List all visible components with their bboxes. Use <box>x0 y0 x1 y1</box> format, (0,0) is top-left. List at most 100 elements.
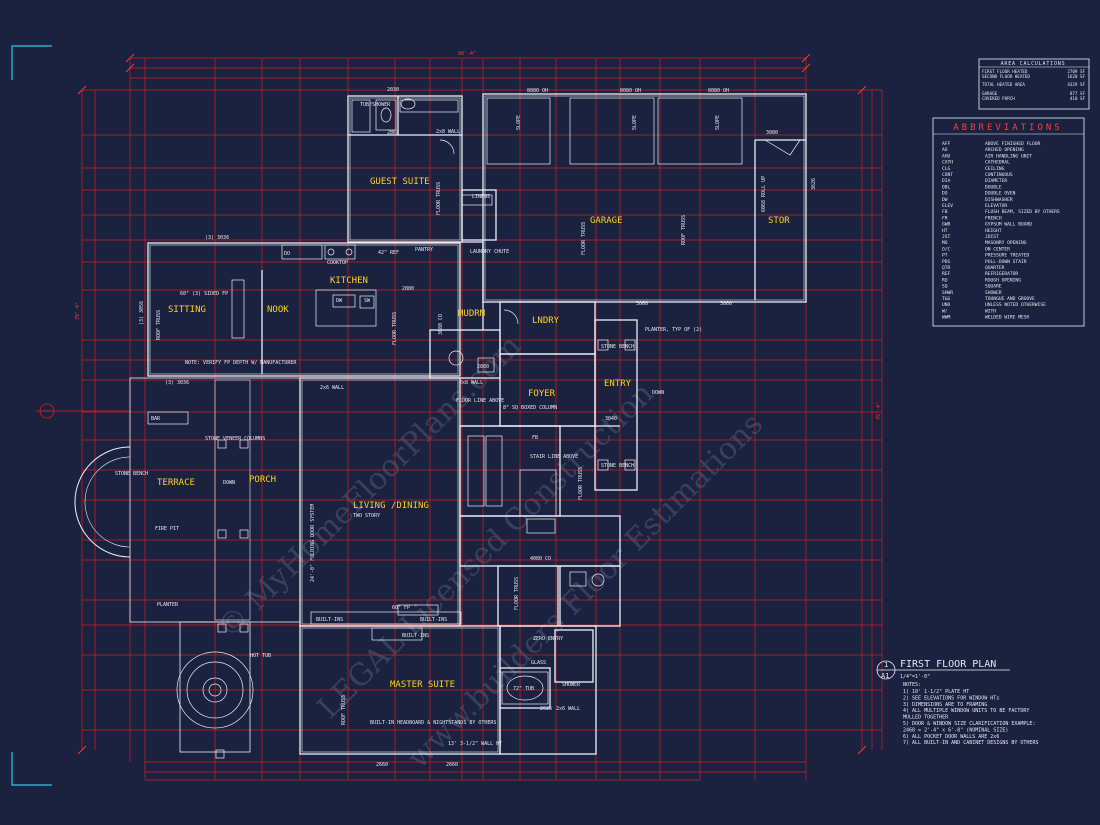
label-floor-truss-5: FLOOR TRUSS <box>514 577 520 610</box>
label-shower: SHOWER <box>562 682 581 688</box>
abbr-meaning: SHOWER <box>985 290 1002 296</box>
label-floor-line: FLOOR LINE ABOVE <box>456 398 504 404</box>
label-d2868: 2868 <box>387 130 399 136</box>
abbr-code: W/ <box>942 308 948 314</box>
abbr-meaning: SQUARE <box>985 284 1002 290</box>
label-d3060-b: 3060 <box>720 301 732 307</box>
abbr-meaning: ARCHED OPENING <box>985 147 1024 153</box>
dimension-ticks <box>77 53 867 755</box>
area-row-label: COVERED PORCH <box>982 96 1015 101</box>
abbr-meaning: TOUNGUE AND GROOVE <box>985 296 1035 302</box>
abbr-meaning: DIAMETER <box>985 178 1007 184</box>
area-row-value: 1620 SF <box>1067 74 1085 79</box>
area-row-label: FIRST FLOOR HEATED <box>982 69 1028 74</box>
abbr-code: FB <box>942 209 948 215</box>
abbr-meaning: FRENCH <box>985 215 1002 221</box>
sheet-title: 1 A1 FIRST FLOOR PLAN 1/4"=1'-0" <box>876 659 1010 680</box>
abbr-code: O/C <box>942 246 951 252</box>
label-d2660-b: 2660 <box>446 762 458 768</box>
abbr-code: PDS <box>942 259 951 265</box>
room-porch: PORCH <box>249 475 276 485</box>
label-wall-ht: 13' 3-1/2" WALL HT <box>448 741 502 747</box>
room-nook: NOOK <box>267 305 289 315</box>
label-door-8080-a: 8080 OH <box>527 88 548 94</box>
room-sitting: SITTING <box>168 305 206 315</box>
abbr-code: SHWR <box>942 290 953 296</box>
abbr-code: T&G <box>942 296 951 302</box>
abbr-code: CONT <box>942 172 953 178</box>
abbr-code: DO <box>942 191 948 197</box>
area-row-label: TOTAL HEATED AREA <box>982 82 1025 87</box>
label-d3080b: 3080 <box>766 130 778 136</box>
note-line: 6) ALL POCKET DOOR WALLS ARE 2x6 <box>903 734 999 740</box>
label-wall-2x8-a: 2x8 WALL <box>436 129 460 135</box>
room-garage: GARAGE <box>590 216 623 226</box>
label-slope-2: SLOPE <box>632 115 638 130</box>
room-living-dining: LIVING /DINING <box>353 501 429 511</box>
abbr-code: DBL <box>942 184 951 190</box>
dim-overall-width: 98'-4" <box>458 51 476 57</box>
label-d2660-a: 2660 <box>376 762 388 768</box>
label-glass: GLASS <box>531 660 546 666</box>
abbr-code: QTR <box>942 265 951 271</box>
label-fire-pit: FIRE PIT <box>155 526 179 532</box>
label-stone-veneer: STONE VENEER COLUMNS <box>205 436 265 442</box>
note-line: 7) ALL BUILT-IN AND CABINET DESIGNS BY O… <box>903 740 1038 746</box>
abbr-meaning: ELEVATOR <box>985 203 1007 209</box>
label-built-ins-3: BUILT-INS <box>420 617 447 623</box>
label-folding-door: 24'-0" FOLDING DOOR SYSTEM <box>310 504 316 582</box>
abbr-meaning: QUARTER <box>985 265 1005 271</box>
abbr-meaning: WITH <box>985 308 996 314</box>
label-sw: SW <box>364 298 371 304</box>
note-line: 1) 10' 1-1/2" PLATE HT <box>903 689 969 695</box>
label-roof-truss-2: ROOF TRUSS <box>681 215 687 245</box>
notes-heading: NOTES: <box>903 682 921 688</box>
abbr-code: AO <box>942 147 948 153</box>
label-d3080: 3080 CO <box>438 314 444 335</box>
abbr-meaning: CEILING <box>985 166 1005 172</box>
area-row-label: GARAGE <box>982 91 998 96</box>
abbr-meaning: FLUSH BEAM, SIZED BY OTHERS <box>985 209 1060 215</box>
dim-right-depth: 75'-4" <box>876 402 882 420</box>
label-built-ins-2: BUILT-INS <box>402 633 429 639</box>
label-down-entry: DOWN <box>652 390 664 396</box>
abbr-meaning: MASONRY OPENING <box>985 240 1027 246</box>
note-line: 3) DIMENSIONS ARE TO FRAMING <box>903 702 987 708</box>
abbr-code: ELEV <box>942 203 953 209</box>
abbr-code: CATH <box>942 160 953 166</box>
abbr-meaning: AIR HANDLING UNIT <box>985 153 1032 159</box>
abbr-meaning: HEIGHT <box>985 228 1002 234</box>
label-stone-bench-1: STONE BENCH <box>601 344 634 350</box>
label-cooktop: COOKTOP <box>327 260 348 266</box>
label-down: DOWN <box>223 480 235 486</box>
abbr-meaning: CONTINUOUS <box>985 172 1013 178</box>
label-laundry-chute: LAUNDRY CHUTE <box>470 249 509 255</box>
abbr-code: REF <box>942 271 951 277</box>
abbr-code: UNO <box>942 302 951 308</box>
label-planter-typ: PLANTER, TYP OF (2) <box>645 327 702 333</box>
dimension-lines <box>81 57 883 781</box>
label-d3626: 3626 <box>811 178 817 190</box>
note-line: MULLED TOGETHER <box>903 715 949 721</box>
room-master-suite: MASTER SUITE <box>390 680 455 690</box>
room-kitchen: KITCHEN <box>330 276 368 286</box>
abbr-meaning: ON CENTER <box>985 246 1010 252</box>
area-row-value: 410 SF <box>1070 96 1086 101</box>
abbr-code: HT <box>942 228 948 234</box>
room-lndry: LNDRY <box>532 316 560 326</box>
label-zero-entry: ZERO ENTRY <box>533 636 563 642</box>
label-floor-truss-3: FLOOR TRUSS <box>392 312 398 345</box>
room-terrace: TERRACE <box>157 478 195 488</box>
abbr-code: PT <box>942 253 948 259</box>
title-number: 1 <box>884 661 888 669</box>
title-sheet: A1 <box>881 672 889 680</box>
label-w3036: (3) 3036 <box>205 235 229 241</box>
abbr-meaning: UNLESS NOTED OTHERWISE <box>985 302 1046 308</box>
label-w3036b: (3) 3036 <box>165 380 189 386</box>
label-slope-3: SLOPE <box>715 115 721 130</box>
label-headboard: BUILT-IN HEADBOARD & NIGHTSTANDS BY OTHE… <box>370 720 496 726</box>
label-d2626: 2626 <box>540 706 552 712</box>
label-d3040: 3040 <box>605 416 617 422</box>
